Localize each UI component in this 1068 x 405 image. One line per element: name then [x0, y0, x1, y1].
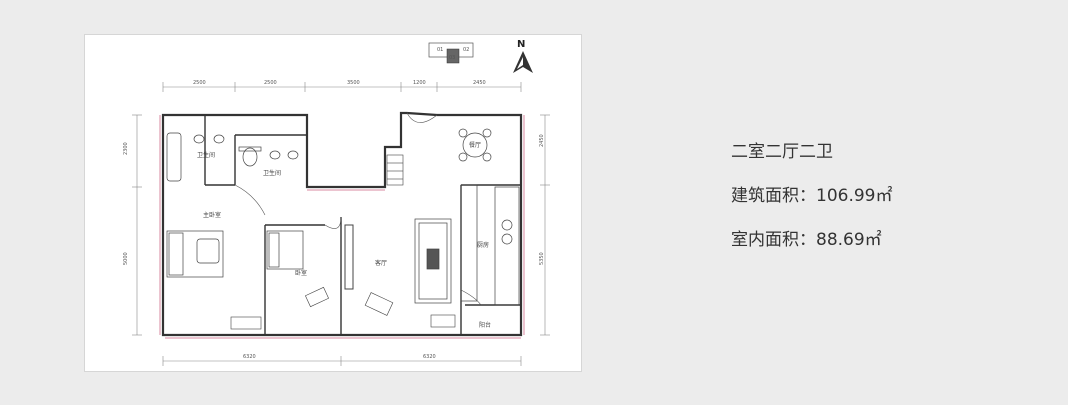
- tower-label: 02: [463, 47, 469, 53]
- dimension-lines-right: [540, 114, 550, 336]
- room-label: 卧室: [295, 269, 307, 277]
- dimension-label: 5000: [123, 252, 129, 265]
- dining-table: [458, 128, 492, 162]
- dimension-label: 5350: [539, 252, 545, 265]
- info-panel: 二室二厅二卫 建筑面积：106.99㎡ 室内面积：88.69㎡: [731, 140, 892, 272]
- dimension-label: 6320: [423, 354, 436, 360]
- room-label: 餐厅: [469, 141, 481, 149]
- master-bed: [166, 230, 224, 278]
- wall-accent: [159, 115, 525, 339]
- room-label: 厨房: [477, 241, 489, 249]
- north-arrow-icon: N: [513, 39, 533, 73]
- room-label: 卫生间: [197, 151, 215, 159]
- tv-cabinet: [344, 224, 354, 290]
- dimension-label: 2500: [264, 80, 277, 86]
- dimension-label: 3500: [347, 80, 360, 86]
- desk-furniture: [230, 286, 456, 330]
- net-area-text: 室内面积：88.69㎡: [731, 230, 882, 250]
- room-label: 客厅: [375, 259, 387, 267]
- kitchen-counter: [460, 184, 520, 306]
- floor-plan-image: 01 02 03 N 2500 2500 3500 1200 2450: [84, 34, 582, 372]
- door-swings: [234, 112, 482, 306]
- bedroom-bed: [266, 230, 304, 270]
- room-label: 主卧室: [203, 211, 221, 219]
- room-label: 阳台: [479, 321, 491, 329]
- gross-area-text: 建筑面积：106.99㎡: [731, 186, 893, 206]
- dimension-label: 2300: [123, 142, 129, 155]
- dimension-label: 2500: [193, 80, 206, 86]
- room-label: 卫生间: [263, 169, 281, 177]
- bathroom-fixtures: [166, 132, 299, 182]
- layout-text: 二室二厅二卫: [731, 142, 833, 162]
- dimension-label: 2450: [473, 80, 486, 86]
- outer-walls: [161, 111, 523, 337]
- dimension-lines-top: [162, 82, 522, 92]
- dimension-lines-bottom: [162, 356, 522, 366]
- compass-label: N: [517, 39, 525, 50]
- sofa-set: [414, 218, 452, 304]
- dimension-lines-left: [132, 114, 142, 336]
- dimension-label: 2450: [539, 134, 545, 147]
- tower-label: 03: [449, 55, 455, 61]
- storage: [386, 154, 404, 186]
- key-plan: 01 02 03: [428, 42, 474, 64]
- tower-label: 01: [437, 47, 443, 53]
- dimension-label: 6320: [243, 354, 256, 360]
- dimension-label: 1200: [413, 80, 426, 86]
